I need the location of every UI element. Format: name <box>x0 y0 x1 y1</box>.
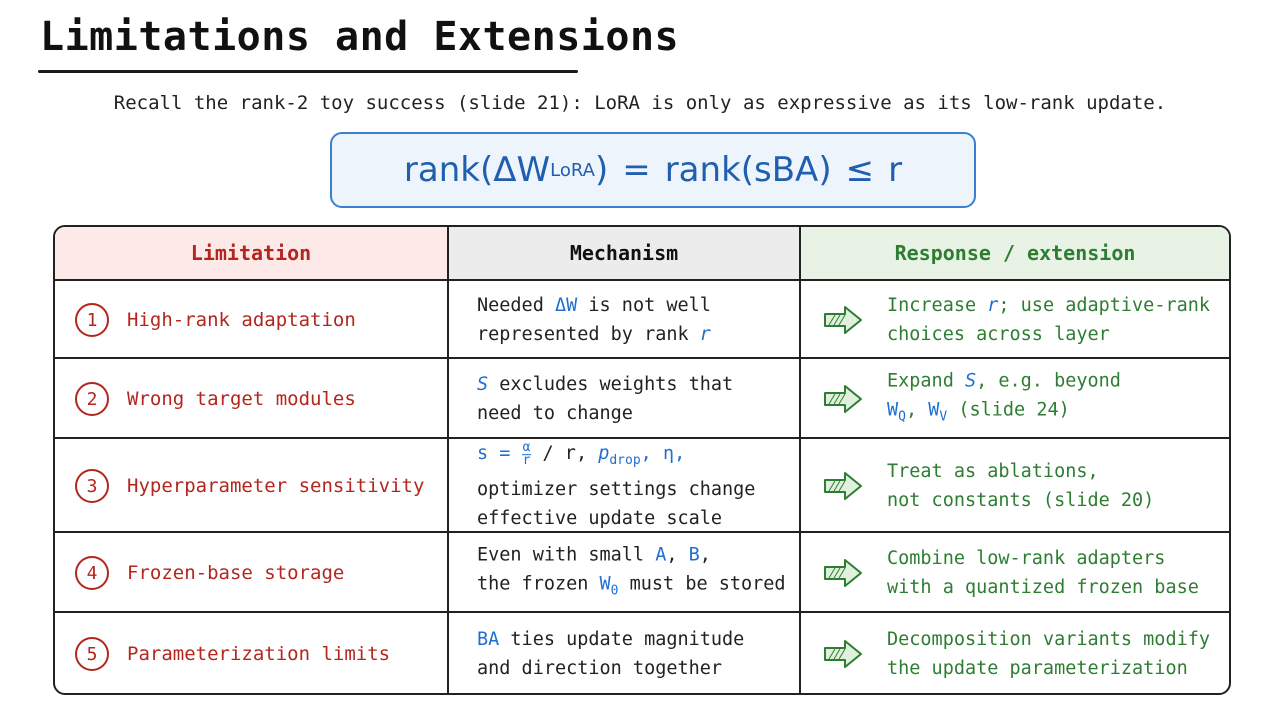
right-arrow-icon <box>824 472 862 500</box>
row-number: 4 <box>75 556 109 590</box>
formula-rhs: r <box>888 150 903 190</box>
right-arrow-icon <box>824 385 862 413</box>
limitation-label: Hyperparameter sensitivity <box>127 475 425 497</box>
mechanism-text: BA ties update magnitude and direction t… <box>477 629 745 679</box>
row-number: 2 <box>75 382 109 416</box>
formula-lhs-close: ) <box>594 150 609 190</box>
table-row: 1 High-rank adaptation Needed ΔW is not … <box>55 279 1229 359</box>
response-text: Combine low-rank adapters with a quantiz… <box>887 548 1199 598</box>
formula-le: ≤ <box>845 150 875 190</box>
row-number: 1 <box>75 303 109 337</box>
table-header: Limitation Mechanism Response / extensio… <box>55 227 1229 279</box>
limitation-label: High-rank adaptation <box>127 309 356 331</box>
response-text: Increase r; use adaptive-rank choices ac… <box>887 295 1211 345</box>
mechanism-text: S excludes weights that need to change <box>477 374 734 424</box>
right-arrow-icon <box>824 559 862 587</box>
header-limitation: Limitation <box>55 227 447 279</box>
formula-mid: rank(sBA) <box>664 150 832 190</box>
formula-lhs-sub: LoRA <box>550 159 595 181</box>
header-response: Response / extension <box>799 227 1229 279</box>
row-number: 5 <box>75 637 109 671</box>
limitation-label: Frozen-base storage <box>127 562 345 584</box>
limitations-table: Limitation Mechanism Response / extensio… <box>53 225 1231 695</box>
header-mechanism: Mechanism <box>447 227 799 279</box>
limitation-label: Parameterization limits <box>127 643 391 665</box>
response-text: Treat as ablations, not constants (slide… <box>887 461 1155 511</box>
formula-lhs: rank(ΔW <box>403 150 551 190</box>
row-number: 3 <box>75 469 109 503</box>
limitation-label: Wrong target modules <box>127 388 356 410</box>
table-row: 4 Frozen-base storage Even with small A,… <box>55 531 1229 613</box>
mechanism-text: Even with small A, B, the frozen W0 must… <box>477 544 786 599</box>
table-row: 5 Parameterization limits BA ties update… <box>55 611 1229 693</box>
subtitle: Recall the rank-2 toy success (slide 21)… <box>113 92 1167 114</box>
title-underline <box>38 70 578 73</box>
right-arrow-icon <box>824 640 862 668</box>
mechanism-text: Needed ΔW is not well represented by ran… <box>477 295 711 345</box>
page-title: Limitations and Extensions <box>40 14 680 60</box>
table-row: 2 Wrong target modules S excludes weight… <box>55 357 1229 439</box>
right-arrow-icon <box>824 306 862 334</box>
formula-eq: = <box>622 150 651 190</box>
response-text: Expand S, e.g. beyond WQ, WV (slide 24) <box>887 370 1121 425</box>
response-text: Decomposition variants modify the update… <box>887 629 1211 679</box>
